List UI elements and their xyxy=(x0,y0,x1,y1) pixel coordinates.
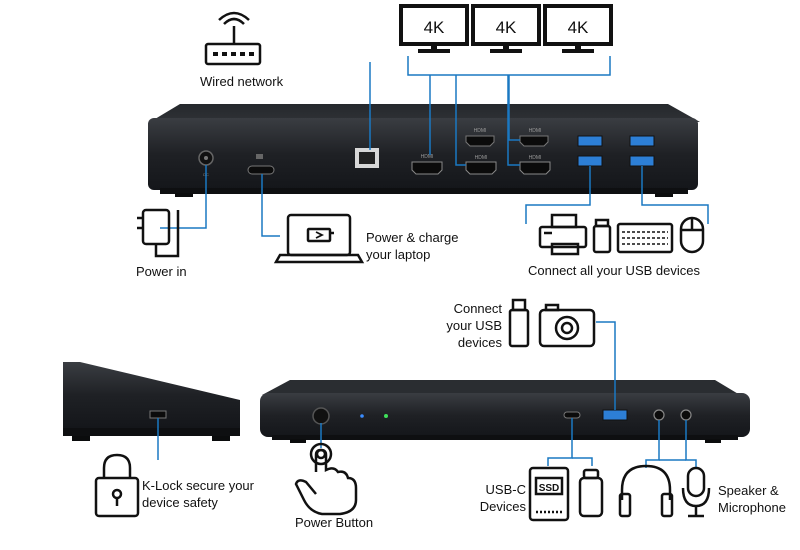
camera-icon xyxy=(538,303,596,348)
power-charge-label: Power & charge your laptop xyxy=(366,230,459,262)
hdmi-port-upper-right: HDMI xyxy=(519,128,549,147)
connect-usb-label: Connect your USB devices xyxy=(446,301,502,350)
usb-c-stick-icon xyxy=(578,468,604,518)
hdmi-label-lower-right: HDMI xyxy=(529,155,542,161)
power-button-label: Power Button xyxy=(295,515,374,530)
front-connector-lines xyxy=(157,321,697,468)
router-icon xyxy=(204,11,262,66)
rear-connector-lines xyxy=(160,56,709,237)
hdmi-label-lower-mid: HDMI xyxy=(475,155,488,161)
laptop-charging-icon xyxy=(273,213,365,264)
ethernet-port xyxy=(355,148,379,168)
usb-a-ports-rear xyxy=(577,135,655,167)
hdmi-port-lower-right: HDMI xyxy=(519,155,551,175)
microphone-icon xyxy=(681,466,711,518)
headphones-icon xyxy=(618,464,674,518)
monitor-2: 4K xyxy=(471,4,541,53)
usb-c-port-rear xyxy=(247,154,275,175)
usb-stick-icon-front xyxy=(508,298,530,348)
hdmi-port-upper-mid xyxy=(465,135,495,147)
power-adapter-icon xyxy=(137,208,180,258)
monitor-3-label: 4K xyxy=(568,18,589,37)
mouse-icon xyxy=(679,216,705,254)
padlock-icon xyxy=(94,453,140,518)
hdmi-port-left: HDMI xyxy=(411,154,443,175)
hdmi-port-lower-mid: HDMI HDMI xyxy=(465,128,497,175)
usb-stick-icon xyxy=(592,218,612,254)
monitor-1: 4K xyxy=(399,4,469,53)
hand-pointer-icon xyxy=(294,442,358,516)
monitor-3: 4K xyxy=(543,4,613,53)
hdmi-label-left: HDMI xyxy=(421,154,434,160)
printer-icon xyxy=(538,213,588,256)
usbc-devices-label: USB-C Devices xyxy=(479,482,526,514)
power-in-label: Power in xyxy=(136,264,187,279)
monitor-2-label: 4K xyxy=(496,18,517,37)
side-dock xyxy=(63,362,240,441)
ssd-label: SSD xyxy=(539,483,560,494)
keyboard-icon xyxy=(616,222,674,254)
front-dock xyxy=(260,380,750,443)
monitor-1-label: 4K xyxy=(424,18,445,37)
ssd-icon: SSD xyxy=(528,466,570,522)
klock-label: K-Lock secure your device safety xyxy=(142,478,254,510)
wired-network-label: Wired network xyxy=(200,74,284,89)
rear-dock xyxy=(148,104,700,197)
usb-devices-label: Connect all your USB devices xyxy=(528,263,700,278)
hdmi-label-upper-right: HDMI xyxy=(529,128,542,134)
speaker-mic-label: Speaker & Microphone xyxy=(718,483,786,515)
hdmi-label-upper-mid: HDMI xyxy=(474,128,487,134)
